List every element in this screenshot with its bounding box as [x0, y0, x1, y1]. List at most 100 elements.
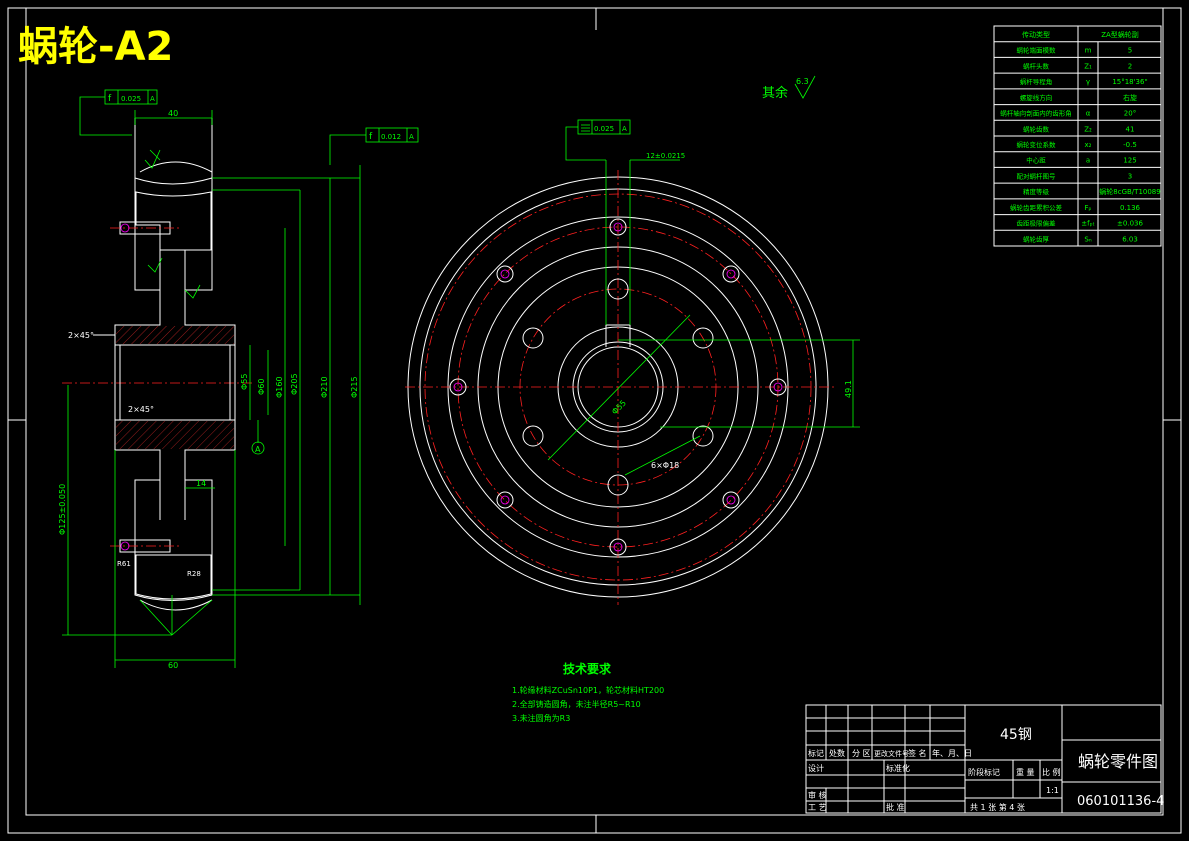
dim-bore2: Φ60	[257, 379, 266, 395]
tb-header-0: 标记	[808, 748, 824, 758]
lightening-holes	[522, 278, 714, 496]
radius-large: R28	[187, 570, 201, 578]
param-name: 螺旋线方向	[1020, 93, 1053, 102]
param-value: ZA型蜗轮副	[1101, 30, 1139, 39]
param-value: 2	[1128, 62, 1132, 70]
param-name: 配对蜗杆图号	[1017, 171, 1057, 180]
svg-text:f: f	[369, 132, 373, 142]
front-tol-value: 0.025	[594, 125, 614, 133]
tol-top-ref: A	[150, 95, 155, 103]
param-value: 右旋	[1123, 93, 1137, 102]
bolt-holes	[449, 218, 787, 556]
param-name: 蜗轮齿距累积公差	[1010, 203, 1063, 212]
param-value: 15°18'36"	[1112, 78, 1147, 86]
param-name: 精度等级	[1023, 187, 1050, 196]
dim-width-bottom: 60	[168, 661, 178, 670]
param-symbol: γ	[1086, 78, 1090, 86]
title-block: 标记 处数 分 区 更改文件号 签 名 年、月、日 设计 标准化 审 核 工 艺…	[805, 704, 1164, 814]
roughness-note: 其余 6.3	[762, 75, 816, 101]
tb-weight: 重 量	[1016, 767, 1035, 777]
param-symbol: α	[1086, 110, 1091, 118]
tb-stage: 阶段标记	[968, 767, 1000, 777]
param-value: ±0.036	[1117, 220, 1143, 228]
tb-drawing-name: 蜗轮零件图	[1078, 752, 1158, 771]
tb-header-4: 签 名	[908, 748, 927, 758]
bore-dim: Φ55	[610, 398, 628, 416]
tb-process: 工 艺	[808, 803, 827, 812]
front-view	[405, 170, 835, 605]
param-name: 齿距极限偏差	[1017, 219, 1057, 228]
dim-d1: Φ160	[275, 376, 284, 398]
param-symbol: m	[1085, 47, 1092, 55]
tb-standard: 标准化	[886, 763, 910, 773]
param-symbol: Sₙ	[1084, 235, 1091, 243]
param-symbol: ±fₚₜ	[1081, 220, 1094, 228]
tb-drawing-no: 060101136-4	[1077, 794, 1164, 809]
roughness-value: 6.3	[796, 77, 809, 86]
tb-design: 设计	[808, 763, 824, 773]
chamfer-outer: 2×45°	[68, 331, 94, 340]
tb-material: 45钢	[1000, 727, 1032, 743]
tb-review: 审 核	[808, 790, 827, 800]
param-value: 20°	[1124, 110, 1136, 118]
tol-top-value: 0.025	[121, 95, 141, 103]
svg-text:f: f	[108, 94, 112, 104]
sheet-title: 蜗轮-A2	[18, 24, 173, 70]
param-name: 蜗轮齿数	[1023, 124, 1050, 133]
tb-header-1: 处数	[829, 748, 845, 758]
holes-label: 6×Φ18	[651, 461, 679, 470]
tech-requirements: 技术要求 1.轮缘材料ZCuSn10P1，轮芯材料HT200 2.全部铸造圆角，…	[512, 661, 664, 723]
chamfer-inner: 2×45°	[128, 405, 154, 414]
param-symbol: Z₂	[1084, 125, 1092, 133]
radius-small: R61	[117, 560, 131, 568]
front-dimensions: 0.025 A 12±0.0215 Φ55 6×Φ18 49.1	[547, 119, 860, 476]
key-width: 12±0.0215	[646, 152, 685, 160]
param-name: 中心距	[1026, 156, 1046, 165]
param-value: 125	[1123, 157, 1136, 165]
param-symbol: x₂	[1085, 141, 1092, 149]
datum-a: A	[255, 445, 261, 454]
param-symbol: Z₁	[1084, 62, 1092, 70]
tech-req-item-1: 1.轮缘材料ZCuSn10P1，轮芯材料HT200	[512, 685, 664, 695]
dim-width-top: 40	[168, 109, 178, 118]
tech-req-item-2: 2.全部铸造圆角，未注半径R5~R10	[512, 699, 641, 709]
param-name: 蜗轮齿厚	[1023, 234, 1050, 243]
param-value: 3	[1128, 172, 1132, 180]
param-name: 蜗杆导程角	[1020, 77, 1053, 86]
param-value: -0.5	[1123, 141, 1137, 149]
tb-sheets: 共 1 张 第 4 张	[970, 802, 1025, 812]
tb-header-3: 更改文件号	[874, 749, 909, 758]
dim-bottom-vert: Φ125±0.050	[58, 484, 67, 535]
front-tol-ref: A	[622, 125, 627, 133]
dim-d3: Φ210	[320, 376, 329, 398]
param-value: 蜗轮8cGB/T10089	[1099, 187, 1160, 196]
tech-req-title: 技术要求	[563, 661, 612, 676]
tol-mid-value: 0.012	[381, 133, 401, 141]
left-dimensions: f 0.025 A 40 f 0.012 A 2×45° 2×45° Φ55 Φ…	[58, 89, 419, 670]
param-name: 蜗轮变位系数	[1017, 140, 1057, 149]
left-section-view	[62, 118, 255, 636]
dim-hub-small: 14	[196, 479, 206, 488]
param-symbol: Fₚ	[1084, 204, 1091, 212]
param-name: 传动类型	[1022, 30, 1050, 39]
tb-header-2: 分 区	[852, 749, 871, 758]
param-name: 蜗杆头数	[1023, 61, 1050, 70]
param-name: 蜗杆轴向剖面内的齿形角	[1000, 109, 1072, 118]
inner-frame	[25, 7, 1164, 816]
param-symbol: a	[1086, 157, 1090, 165]
tb-header-5: 年、月、日	[932, 748, 972, 758]
param-name: 蜗轮端面模数	[1017, 46, 1057, 55]
param-value: 5	[1128, 47, 1132, 55]
tb-ratio: 比 例	[1042, 767, 1061, 777]
dim-d4: Φ215	[350, 376, 359, 398]
tb-approve: 批 准	[886, 802, 905, 812]
tb-scale: 1:1	[1046, 786, 1059, 795]
key-depth: 49.1	[844, 380, 853, 398]
param-value: 0.136	[1120, 204, 1141, 212]
roughness-note-text: 其余	[762, 85, 788, 101]
dim-bore: Φ55	[240, 374, 249, 390]
dim-d2: Φ205	[290, 373, 299, 395]
param-value: 41	[1126, 125, 1135, 133]
